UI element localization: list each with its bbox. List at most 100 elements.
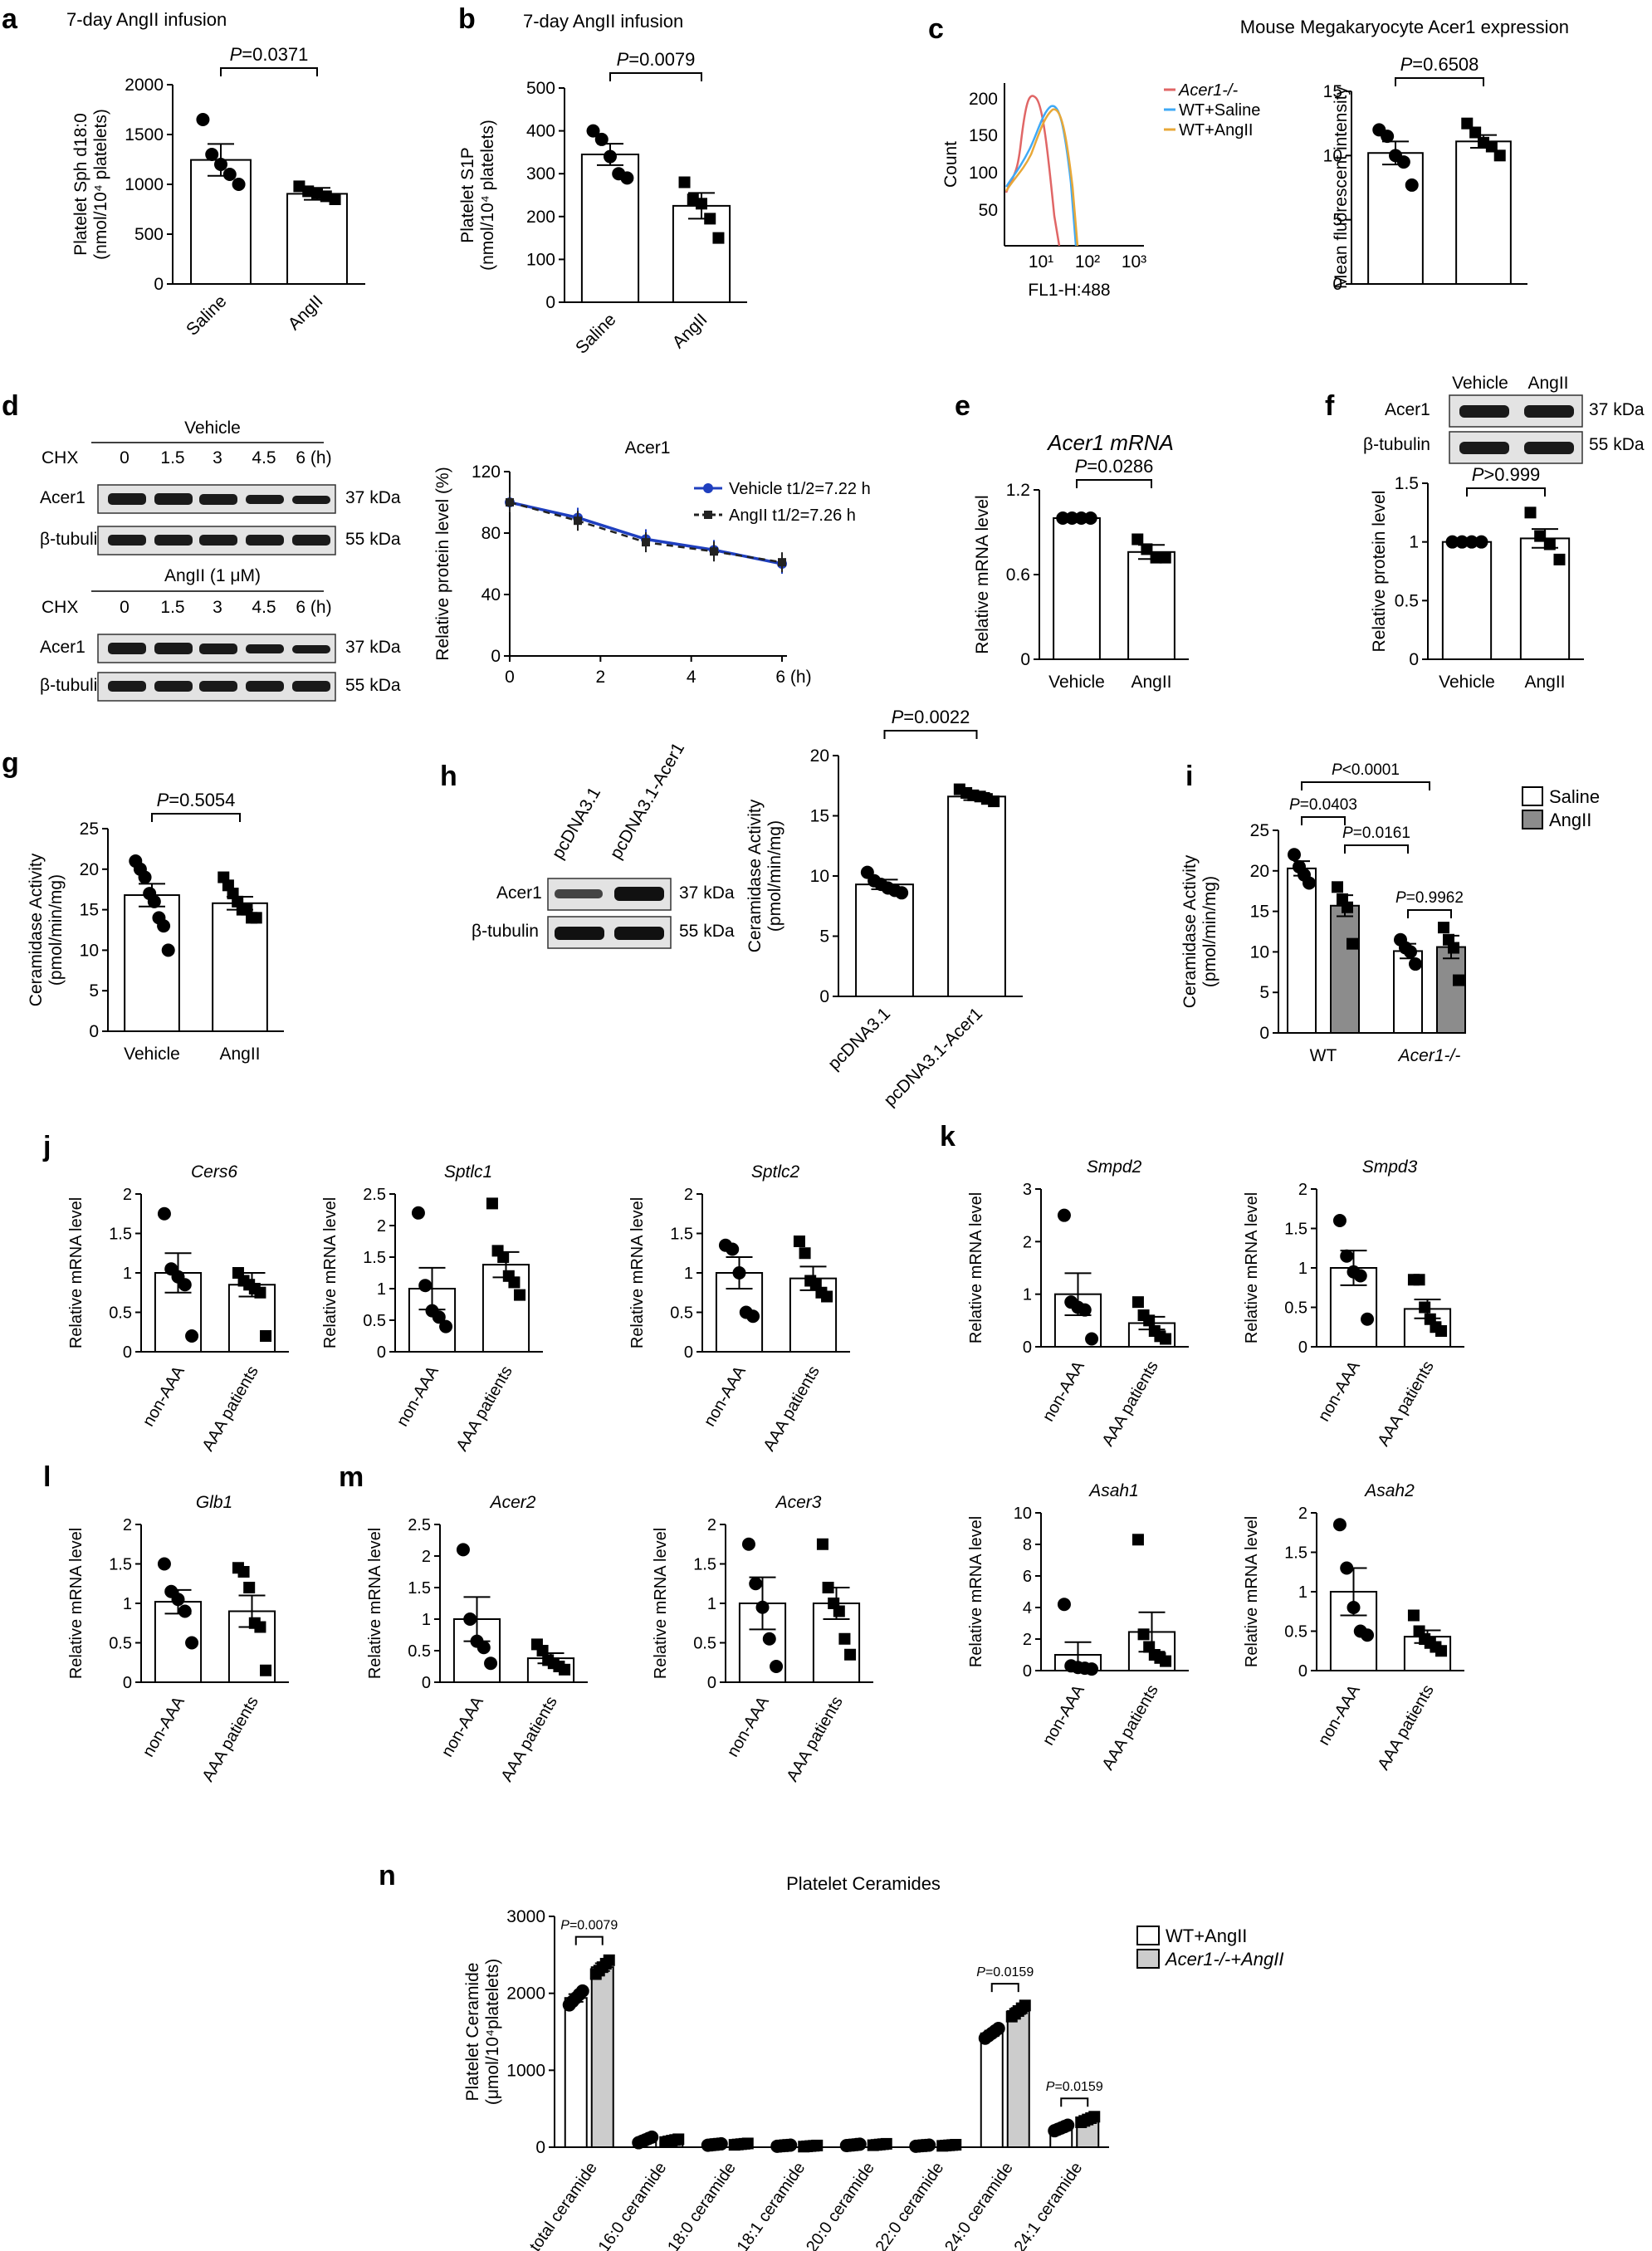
y-tick-label: 3	[1023, 1181, 1032, 1199]
chart-title: Sptlc2	[751, 1162, 800, 1182]
data-point	[1455, 535, 1469, 549]
y-tick-label: 500	[134, 225, 164, 244]
y-axis-label: Relative mRNA level	[628, 1197, 647, 1348]
bar	[1455, 140, 1512, 285]
data-point	[1435, 1325, 1448, 1337]
data-point	[1448, 942, 1459, 954]
p-value-label: P>0.999	[1472, 464, 1541, 485]
data-point	[1019, 1999, 1031, 2012]
data-point	[1141, 543, 1153, 555]
chart-title: Acer1 mRNA	[1046, 430, 1174, 455]
y-tick-label: 2	[1023, 1233, 1032, 1251]
bar	[1330, 904, 1360, 1034]
p-value: =0.0079	[569, 1919, 618, 1933]
y-tick-label: 25	[1250, 821, 1269, 840]
chart-title: 7-day AngII infusion	[66, 9, 227, 30]
data-point	[463, 1612, 477, 1626]
y-tick-label: 1	[123, 1265, 132, 1283]
x-tick-label: Saline	[183, 291, 231, 340]
x-tick-label: AAA patients	[784, 1694, 847, 1785]
data-point	[1131, 1534, 1144, 1546]
data-point	[1524, 506, 1537, 519]
data-point	[575, 1984, 589, 1998]
x-tick-label: non-AAA	[393, 1363, 442, 1430]
y-axis-label: (pmol/min/mg)	[1200, 876, 1219, 987]
data-point	[1288, 848, 1301, 862]
data-point	[1413, 1274, 1425, 1286]
data-point	[1342, 901, 1353, 913]
y-tick-label: 0	[1298, 1338, 1307, 1357]
data-point	[161, 943, 175, 957]
data-point	[594, 132, 609, 146]
data-point	[486, 1197, 498, 1210]
p-symbol: P	[976, 1965, 985, 1979]
x-tick-label: 24:0 ceramide	[941, 2159, 1017, 2251]
p-value: =0.0286	[1087, 456, 1153, 477]
blot-d2-time-0: 0	[120, 598, 130, 617]
data-point	[574, 516, 582, 526]
band	[154, 493, 193, 505]
x-tick-label: AAA patients	[760, 1363, 824, 1455]
data-point	[222, 168, 237, 181]
bar	[124, 894, 180, 1032]
band	[614, 887, 664, 901]
chart-title: Platelet Ceramides	[786, 1873, 941, 1894]
y-tick-label: 1	[1298, 1583, 1307, 1602]
data-point	[1083, 511, 1097, 525]
y-axis-label: Relative mRNA level	[67, 1528, 86, 1679]
y-tick-label: 5	[89, 981, 99, 1001]
y-tick-label: 100	[526, 250, 555, 269]
y-tick-label: 1.5	[1284, 1544, 1307, 1563]
p-value: =0.0159	[985, 1965, 1034, 1979]
p-symbol: P	[157, 790, 169, 810]
y-tick-label: 15	[1323, 82, 1342, 101]
y-tick-label: 0	[1259, 1024, 1269, 1043]
chart-title: Mouse Megakaryocyte Acer1 expression	[1240, 17, 1569, 37]
blot-d2-time-4-5: 4.5	[252, 598, 276, 617]
x-tick-label: non-AAA	[1039, 1681, 1088, 1749]
blot-f-size-55: 55 kDa	[1589, 435, 1645, 454]
data-point	[1332, 881, 1343, 893]
data-point	[185, 1329, 199, 1343]
x-tick-label: AAA patients	[453, 1363, 516, 1455]
y-axis-label: Relative mRNA level	[973, 495, 992, 653]
data-point	[1347, 937, 1358, 950]
blot-h-lane-pcdna-acer1: pcDNA3.1-Acer1	[606, 740, 688, 863]
data-point	[749, 1577, 763, 1591]
y-tick-label: 5	[1259, 983, 1269, 1002]
data-point	[922, 2138, 936, 2152]
p-value: =0.0403	[1300, 796, 1357, 814]
bar	[1127, 551, 1175, 660]
y-tick-label: 20	[1250, 862, 1269, 881]
data-point	[678, 176, 691, 188]
legend-label: AngII t1/2=7.26 h	[729, 506, 856, 525]
data-point	[1150, 551, 1162, 564]
data-point	[196, 113, 210, 126]
y-tick-label: 1500	[125, 125, 164, 144]
y-axis-label: Relative mRNA level	[366, 1528, 384, 1679]
y-tick-label: 0	[422, 1674, 431, 1692]
significance-bracket	[1466, 487, 1546, 497]
data-point	[741, 2137, 754, 2150]
y-tick-label: 1.5	[1395, 474, 1419, 493]
x-tick-label: AngII	[1524, 673, 1565, 692]
data-point	[1453, 974, 1464, 986]
p-symbol: P	[1289, 796, 1300, 814]
y-tick-label: 2	[377, 1217, 386, 1236]
blot-d2-row-tubulin: β-tubulin	[40, 676, 107, 695]
y-tick-label: 0	[684, 1343, 693, 1362]
blot-d-size-55: 55 kDa	[345, 530, 401, 549]
histogram-xlabel: FL1-H:488	[1028, 281, 1110, 300]
y-tick-label: 0.5	[1284, 1623, 1307, 1642]
data-point	[1332, 1518, 1347, 1532]
y-tick-label: 15	[810, 807, 829, 826]
x-tick-label: 20:0 ceramide	[803, 2159, 878, 2251]
p-symbol: P	[1472, 464, 1484, 485]
p-value: <0.0001	[1342, 761, 1400, 779]
